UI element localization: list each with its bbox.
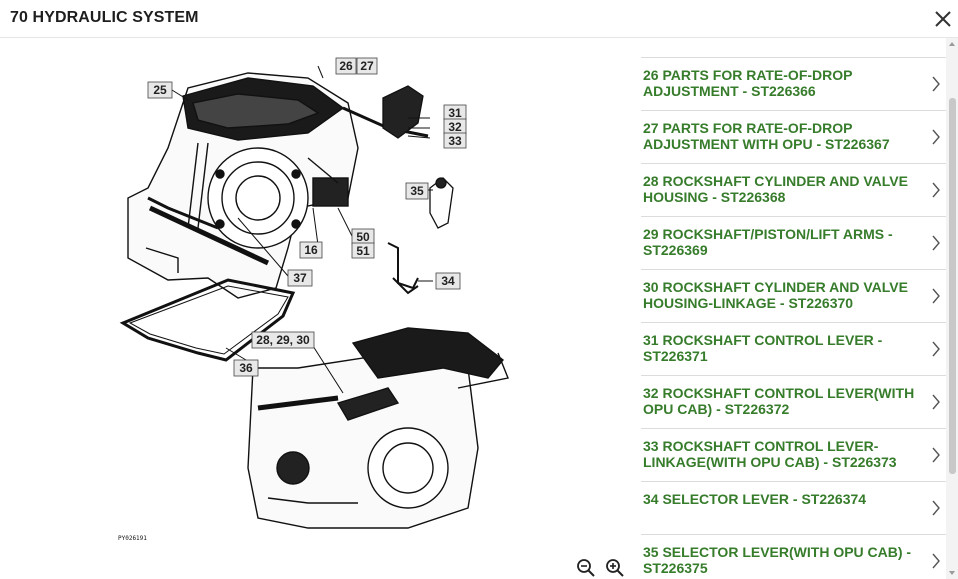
callout-label: 51	[356, 244, 370, 258]
zoom-in-button[interactable]	[604, 557, 626, 579]
list-item[interactable]: 31 ROCKSHAFT CONTROL LEVER - ST226371	[641, 323, 947, 376]
list-item-label: 34 SELECTOR LEVER - ST226374	[643, 491, 867, 507]
callout-label: 27	[360, 59, 374, 73]
callout-label: 33	[448, 134, 462, 148]
parts-list[interactable]: 26 PARTS FOR RATE-OF-DROP ADJUSTMENT - S…	[641, 38, 947, 579]
callout-label: 25	[153, 83, 167, 97]
chevron-right-icon	[932, 235, 940, 251]
chevron-right-icon	[932, 288, 940, 304]
zoom-out-icon	[577, 559, 595, 577]
list-item-label: 35 SELECTOR LEVER(WITH OPU CAB) - ST2263…	[643, 544, 912, 576]
list-item-label: 28 ROCKSHAFT CYLINDER AND VALVE HOUSING …	[643, 173, 908, 205]
chevron-right-icon	[932, 394, 940, 410]
scroll-up-arrow[interactable]	[949, 42, 955, 46]
chevron-right-icon	[932, 76, 940, 92]
callout-label: 26	[339, 59, 353, 73]
zoom-out-button[interactable]	[575, 557, 597, 579]
callout-label: 31	[448, 106, 462, 120]
chevron-right-icon	[932, 553, 940, 569]
dialog-header: 70 HYDRAULIC SYSTEM	[0, 0, 958, 38]
callout-label: 28, 29, 30	[256, 333, 310, 347]
callout-label: 16	[304, 243, 318, 257]
list-item-label: 29 ROCKSHAFT/PISTON/LIFT ARMS - ST226369	[643, 226, 893, 258]
list-item-label: 27 PARTS FOR RATE-OF-DROP ADJUSTMENT WIT…	[643, 120, 890, 152]
chevron-right-icon	[932, 500, 940, 516]
chevron-right-icon	[932, 447, 940, 463]
callout-label: 35	[410, 184, 424, 198]
close-icon	[935, 11, 951, 27]
callout-label: 34	[441, 274, 455, 288]
list-item-label: 31 ROCKSHAFT CONTROL LEVER - ST226371	[643, 332, 883, 364]
list-item-label: 33 ROCKSHAFT CONTROL LEVER-LINKAGE(WITH …	[643, 438, 897, 470]
list-item[interactable]: 35 SELECTOR LEVER(WITH OPU CAB) - ST2263…	[641, 535, 947, 579]
scroll-down-arrow[interactable]	[949, 571, 955, 575]
list-item-label: 32 ROCKSHAFT CONTROL LEVER(WITH OPU CAB)…	[643, 385, 915, 417]
zoom-in-icon	[606, 559, 624, 577]
list-scrollbar[interactable]	[946, 38, 958, 579]
figure-id: PY026191	[118, 535, 147, 542]
list-item-label: 26 PARTS FOR RATE-OF-DROP ADJUSTMENT - S…	[643, 67, 853, 99]
exploded-view-drawing: 25 26 27 31 32 33 35 16 50 51 37 34 28, …	[119, 57, 509, 529]
list-item[interactable]: 26 PARTS FOR RATE-OF-DROP ADJUSTMENT - S…	[641, 58, 947, 111]
list-item[interactable]: 34 SELECTOR LEVER - ST226374	[641, 482, 947, 535]
chevron-right-icon	[932, 182, 940, 198]
scroll-thumb[interactable]	[949, 98, 956, 474]
chevron-right-icon	[932, 341, 940, 357]
callout-label: 32	[448, 120, 462, 134]
callout-label: 50	[356, 230, 370, 244]
page-title: 70 HYDRAULIC SYSTEM	[10, 9, 199, 26]
list-item[interactable]: 28 ROCKSHAFT CYLINDER AND VALVE HOUSING …	[641, 164, 947, 217]
callout-label: 37	[293, 271, 307, 285]
list-item[interactable]: 27 PARTS FOR RATE-OF-DROP ADJUSTMENT WIT…	[641, 111, 947, 164]
chevron-right-icon	[932, 129, 940, 145]
parts-diagram[interactable]: 25 26 27 31 32 33 35 16 50 51 37 34 28, …	[108, 48, 518, 548]
list-item-label: 30 ROCKSHAFT CYLINDER AND VALVE HOUSING-…	[643, 279, 908, 311]
list-item[interactable]: 30 ROCKSHAFT CYLINDER AND VALVE HOUSING-…	[641, 270, 947, 323]
list-item-partial[interactable]	[641, 38, 947, 58]
callout-label: 36	[239, 361, 253, 375]
list-item[interactable]: 32 ROCKSHAFT CONTROL LEVER(WITH OPU CAB)…	[641, 376, 947, 429]
close-button[interactable]	[930, 6, 956, 32]
list-item[interactable]: 33 ROCKSHAFT CONTROL LEVER-LINKAGE(WITH …	[641, 429, 947, 482]
list-item[interactable]: 29 ROCKSHAFT/PISTON/LIFT ARMS - ST226369	[641, 217, 947, 270]
